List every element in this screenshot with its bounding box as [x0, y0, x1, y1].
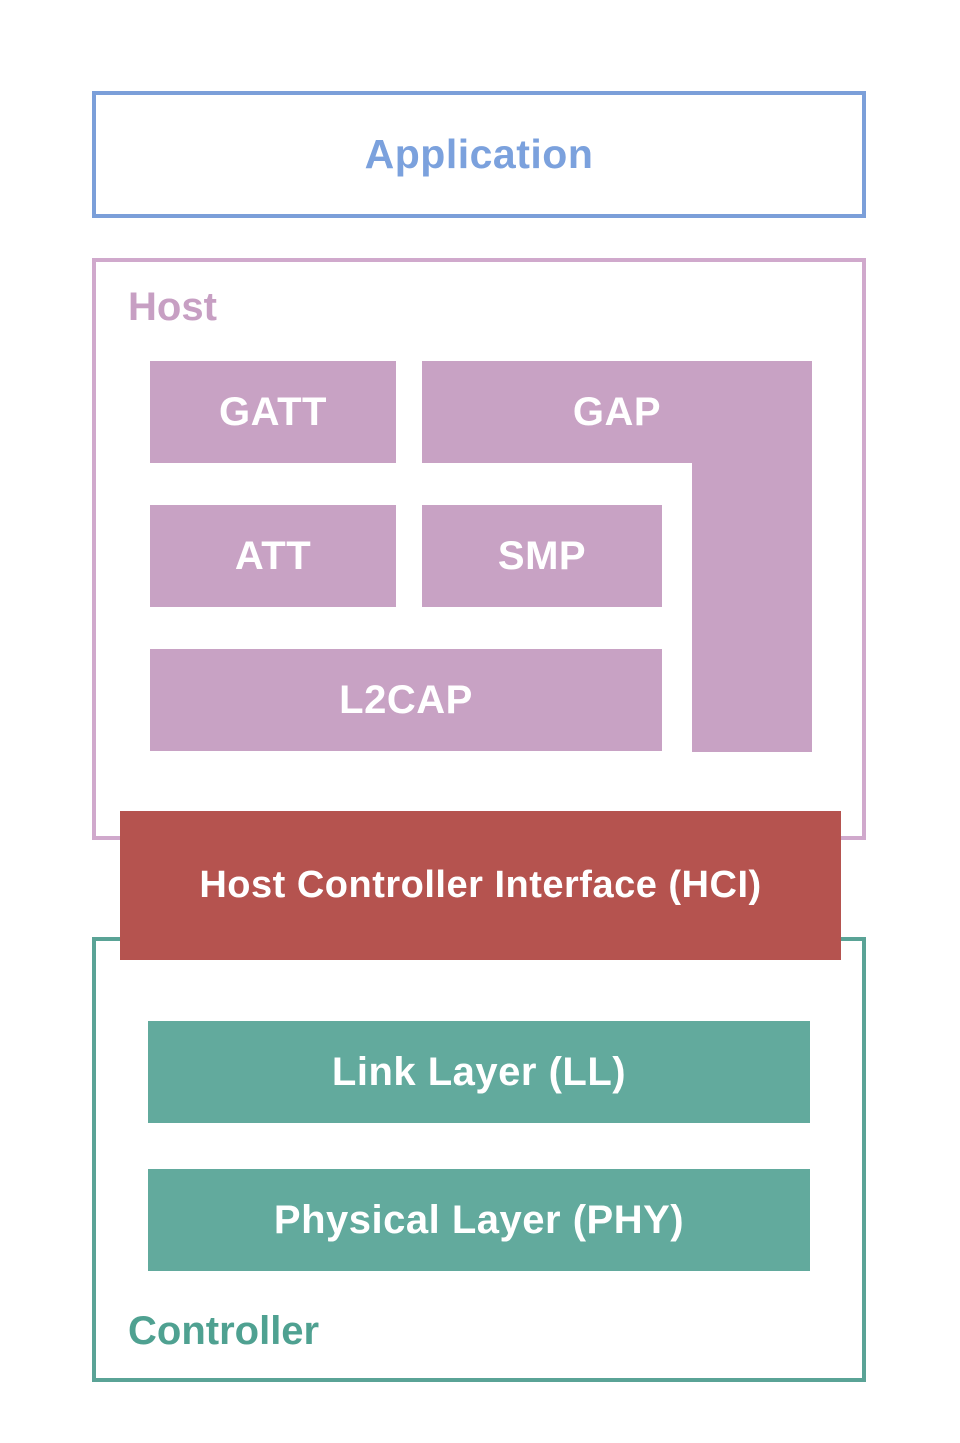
- controller-box: Controller: [92, 937, 866, 1382]
- gatt-block: GATT: [150, 361, 396, 463]
- physical-layer-label: Physical Layer (PHY): [273, 1197, 685, 1242]
- application-box: Application: [92, 91, 866, 218]
- host-label: Host: [128, 285, 217, 329]
- hci-label: Host Controller Interface (HCI): [199, 864, 762, 906]
- smp-label: SMP: [497, 533, 587, 578]
- gatt-label: GATT: [219, 389, 327, 434]
- att-label: ATT: [234, 533, 312, 578]
- gap-label: GAP: [572, 389, 662, 434]
- l2cap-label: L2CAP: [339, 677, 473, 722]
- smp-block: SMP: [422, 505, 662, 607]
- link-layer-block: Link Layer (LL): [148, 1021, 810, 1123]
- att-block: ATT: [150, 505, 396, 607]
- link-layer-label: Link Layer (LL): [331, 1049, 627, 1094]
- hci-block: Host Controller Interface (HCI): [120, 811, 841, 960]
- physical-layer-block: Physical Layer (PHY): [148, 1169, 810, 1271]
- l2cap-block: L2CAP: [150, 649, 662, 751]
- gap-label-area: GAP: [422, 361, 812, 463]
- controller-label: Controller: [128, 1309, 320, 1353]
- application-label: Application: [364, 131, 594, 177]
